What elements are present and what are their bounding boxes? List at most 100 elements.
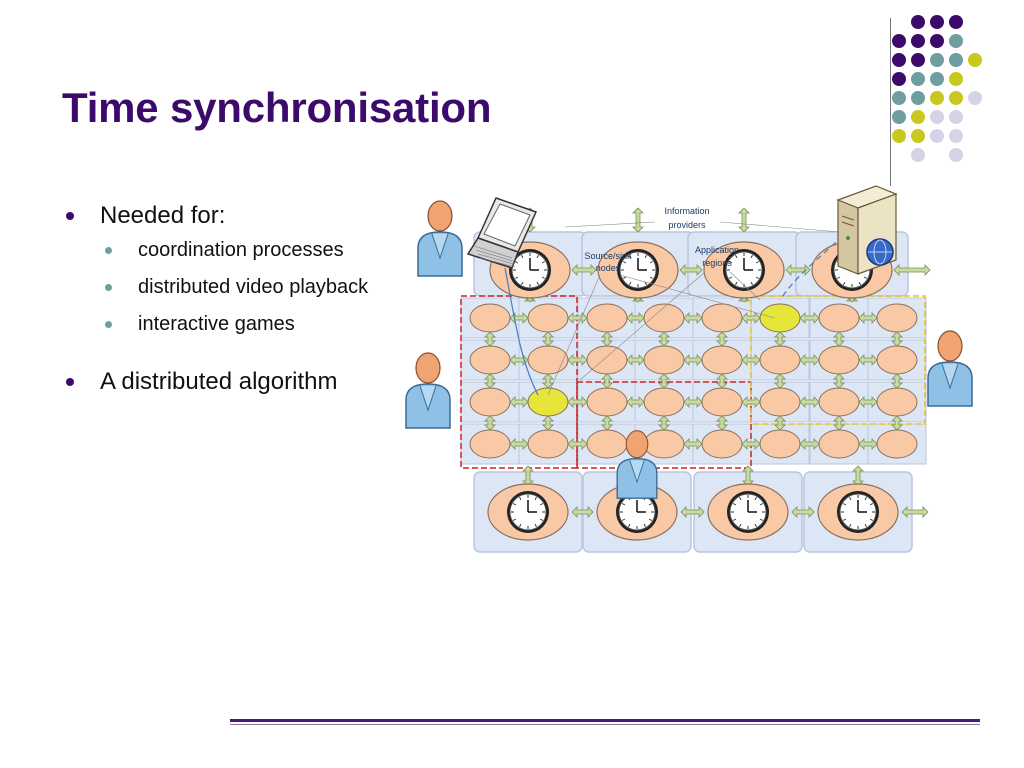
person-head <box>625 430 649 459</box>
clock-tick <box>541 261 545 264</box>
clock-tick <box>519 523 522 527</box>
decorative-dot <box>930 129 944 143</box>
link-arrow <box>571 264 597 276</box>
clock-tick <box>750 255 753 259</box>
decorative-dot <box>930 15 944 29</box>
clock-tick <box>864 497 867 501</box>
mesh-node <box>876 303 918 333</box>
mesh-node <box>701 345 743 375</box>
clock-tick <box>729 261 733 264</box>
clock-tick <box>735 255 738 259</box>
link-arrow <box>785 264 811 276</box>
highlighted-node <box>759 303 801 333</box>
mesh-node <box>818 387 860 417</box>
decorative-dot <box>892 91 906 105</box>
label-leader <box>547 274 601 396</box>
clock-tick <box>843 281 846 285</box>
decorative-dot <box>949 53 963 67</box>
mesh-node <box>643 303 685 333</box>
decorative-dot <box>892 72 906 86</box>
clock-tick <box>755 276 759 279</box>
person-icon <box>417 200 463 277</box>
sub-bullet-dot <box>105 247 112 254</box>
sub-bullet-text: interactive games <box>138 313 295 335</box>
laptop-keys <box>475 249 514 262</box>
mesh-node <box>586 429 628 459</box>
sub-bullet: coordination processes <box>62 232 452 269</box>
decorative-dot <box>949 15 963 29</box>
label-leader <box>564 221 656 228</box>
mesh-node <box>527 303 569 333</box>
decorative-dot <box>930 110 944 124</box>
label-information-providers: providers <box>668 220 706 230</box>
bullet-text: A distributed algorithm <box>100 368 338 395</box>
clock-tick <box>622 518 626 521</box>
mesh-node <box>876 387 918 417</box>
bullet-text: Needed for: <box>100 202 226 229</box>
mesh-node <box>759 345 801 375</box>
person-head <box>415 352 441 384</box>
clock-tick <box>539 518 543 521</box>
link-arrow <box>791 506 815 518</box>
sub-bullet-text: distributed video playback <box>138 276 369 298</box>
clock-tick <box>750 281 753 285</box>
decorative-dot <box>930 34 944 48</box>
link-arrow <box>893 264 931 276</box>
decorative-divider <box>890 18 891 186</box>
mesh-node <box>818 345 860 375</box>
clock-tick <box>849 523 852 527</box>
mesh-node <box>643 345 685 375</box>
mesh-node <box>527 429 569 459</box>
laptop-keys <box>473 245 513 259</box>
highlighted-node <box>527 387 569 417</box>
server-led <box>846 236 850 240</box>
label-application-regions: regions <box>702 258 732 268</box>
mesh-node <box>643 429 685 459</box>
clock-tick <box>643 523 646 527</box>
clock-tick <box>739 523 742 527</box>
footer-line <box>230 719 980 722</box>
clock-tick <box>649 276 653 279</box>
clock-tick <box>513 518 517 521</box>
mesh-node <box>469 387 511 417</box>
clock-tick <box>644 255 647 259</box>
person-head <box>427 200 453 232</box>
clock-tick <box>754 523 757 527</box>
clock-tick <box>536 281 539 285</box>
laptop-icon <box>466 197 538 269</box>
clock-tick <box>735 281 738 285</box>
laptop-keyboard <box>466 237 519 269</box>
clock-tick <box>843 503 847 506</box>
decorative-dot <box>892 129 906 143</box>
mesh-node <box>759 429 801 459</box>
mesh-node <box>586 387 628 417</box>
decorative-dot <box>968 91 982 105</box>
mesh-node <box>876 429 918 459</box>
label-source-sink-nodes: nodes <box>596 263 621 273</box>
clock-tick <box>629 281 632 285</box>
footer-line-thin <box>230 724 980 725</box>
decorative-dot <box>949 91 963 105</box>
decorative-dot <box>930 53 944 67</box>
clock-tick <box>649 261 653 264</box>
sub-bullet-dot <box>105 321 112 328</box>
mesh-node <box>876 345 918 375</box>
clock-tick <box>755 261 759 264</box>
label-leader <box>619 274 776 319</box>
clock-tick <box>623 261 627 264</box>
server-slot <box>841 215 855 221</box>
link-arrow <box>901 506 929 518</box>
bullet-list: Needed for: coordination processes distr… <box>62 200 452 398</box>
person-icon <box>616 430 658 499</box>
clock-tick <box>521 255 524 259</box>
bullet-dot <box>66 378 74 386</box>
mesh-node <box>586 303 628 333</box>
clock-tick <box>729 276 733 279</box>
decorative-dot <box>892 53 906 67</box>
clock-tick <box>759 503 763 506</box>
clock-tick <box>541 276 545 279</box>
link-arrow <box>738 207 750 233</box>
decorative-dot <box>968 53 982 67</box>
decorative-dot <box>911 72 925 86</box>
